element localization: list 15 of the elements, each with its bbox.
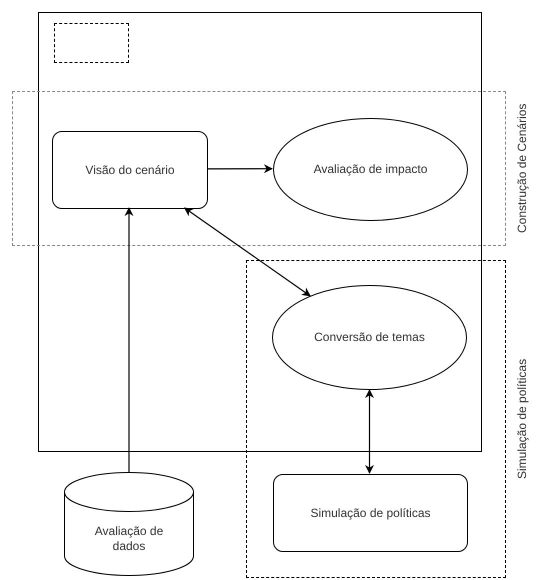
arrow [184, 207, 311, 296]
arrow [124, 207, 134, 472]
region-heading: Simulação de políticas [514, 358, 530, 482]
arrow [207, 164, 273, 174]
node-label: Conversão de temas [313, 330, 426, 345]
node-label: Visão do cenário [84, 162, 176, 178]
frame-box [38, 12, 482, 452]
node-label: Simulação de políticas [309, 506, 432, 520]
node-label: Avaliação de impacto [312, 162, 428, 177]
dotted-box [54, 23, 129, 63]
region-heading: Construção de Cenários [514, 102, 530, 236]
process-box [52, 131, 208, 209]
arrow [365, 389, 374, 474]
node-label: Avaliação de dados [94, 524, 164, 554]
process-box [273, 474, 468, 552]
